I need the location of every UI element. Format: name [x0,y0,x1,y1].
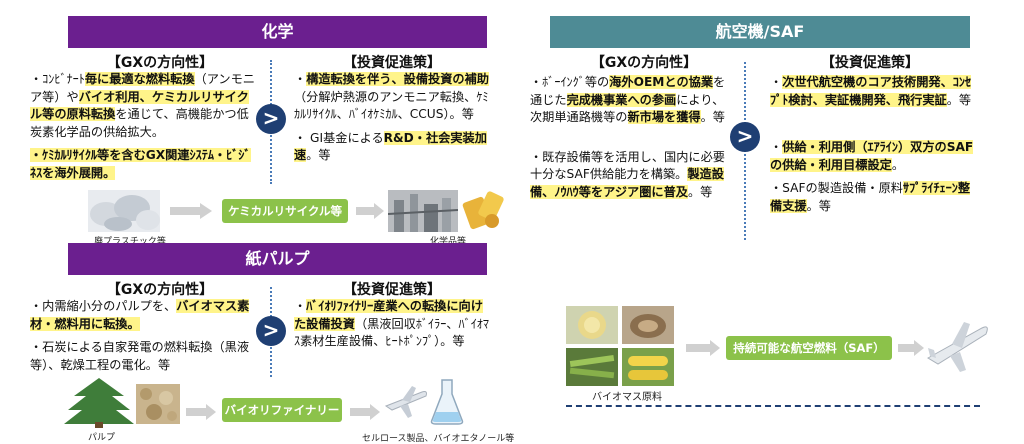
saf-flow-arrow-1 [686,340,720,356]
saf-gx-text: ・ﾎﾞｰｲﾝｸﾞ等の海外OEMとの協業を通じた完成機事業への参画により、次期単通… [530,74,726,207]
text-segment: ・ [770,75,783,89]
chem-flow-label: ケミカルリサイクル等 [222,199,348,223]
pulp-gx-p2: ・石炭による自家発電の燃料転換（黒液等）、乾燥工程の電化。等 [30,339,268,374]
saf-gx-p2: ・既存設備等を活用し、国内に必要十分なSAF供給能力を構築。製造設備、ﾉｳﾊｳ等… [530,149,726,202]
pulp-flow-arrow-2 [350,404,380,420]
chem-gx-text: ・ｺﾝﾋﾞﾅｰﾄ毎に最適な燃料転換（アンモニア等）やバイオ利用、ケミカルリサイク… [30,71,256,188]
chem-inv-text: ・構造転換を伴う、設備投資の補助 （分解炉熱源のアンモニア転換、ｹﾐｶﾙﾘｻｲｸﾙ… [294,71,490,171]
highlighted-text: 毎に最適な燃料転換 [84,72,195,86]
saf-arrow-circle: > [730,122,760,152]
text-segment: を通じて、高機能かつ低炭素化学品の供給拡大。 [30,107,249,139]
saf-inv-p2: ・供給・利用側（ｴｱﾗｲﾝ）双方のSAFの供給・利用目標設定。 [770,139,976,174]
flask-icon [430,379,464,425]
highlighted-text: 完成機事業への参画 [566,92,677,107]
text-segment: ・ GI基金による [294,130,384,145]
text-segment: （分解炉熱源のアンモニア転換、ｹﾐｶﾙﾘｻｲｸﾙ、ﾊﾞｲｵｹﾐｶﾙ、CCUS）。… [294,89,489,122]
pulp-caption-right: セルロース製品、バイオエタノール等 [362,434,515,444]
pulp-flow-label: バイオリファイナリー [222,398,342,422]
pulp-gx-heading: 【GXの方向性】 [106,282,214,298]
pulp-title: 紙パルプ [245,249,310,268]
text-segment: 。等 [687,184,713,199]
chem-arrow-circle: > [256,104,286,134]
text-segment: 。等 [946,92,972,107]
saf-airplane-icon [927,322,988,372]
text-segment: を通じた [530,75,726,107]
highlighted-text: 海外OEMとの協業 [609,75,714,89]
text-segment: ・ｺﾝﾋﾞﾅｰﾄ [30,72,85,86]
text-segment: ・ [294,299,307,313]
saf-title: 航空機/SAF [715,22,805,41]
highlighted-text: 次世代航空機のコア技術開発、ｺﾝｾﾌﾟﾄ検討、実証機開発、飛行実証 [770,75,972,107]
saf-inv-heading: 【投資促進策】 [821,55,919,71]
saf-inv-p1: ・次世代航空機のコア技術開発、ｺﾝｾﾌﾟﾄ検討、実証機開発、飛行実証。等 [770,74,976,109]
highlighted-text: ・ｹﾐｶﾙﾘｻｲｸﾙ等を含むGX関連ｼｽﾃﾑ・ﾋﾞｼﾞﾈｽを海外展開。 [30,148,251,180]
text-segment: （黒液回収ﾎﾞｲﾗｰ、ﾊﾞｲｵﾏｽ素材生産設備、ﾋｰﾄﾎﾟﾝﾌﾟ）。等 [294,316,489,349]
pulp-banner: 紙パルプ [68,243,487,275]
pulp-gx-p1: ・内需縮小分のパルプを、バイオマス素材・燃料用に転換。 [30,298,268,333]
saf-inv-p3: ・SAFの製造設備・原料ｻﾌﾟﾗｲﾁｪｰﾝ整備支援。等 [770,180,976,215]
saf-caption-left: バイオマス原料 [592,392,662,403]
chem-inv-p2: ・ GI基金によるR&D・社会実装加速。等 [294,130,490,165]
airplane-icon [384,386,427,418]
pulp-gx-text: ・内需縮小分のパルプを、バイオマス素材・燃料用に転換。 ・石炭による自家発電の燃… [30,298,268,380]
saf-inv-text: ・次世代航空機のコア技術開発、ｺﾝｾﾌﾟﾄ検討、実証機開発、飛行実証。等 ・供給… [770,74,976,221]
text-segment: ・内需縮小分のパルプを、 [30,299,177,313]
text-segment: ・既存設備等を活用し、国内に必要十分なSAF供給能力を構築。 [530,149,725,182]
pulp-flow-arrow-1 [186,404,216,420]
saf-flow-label: 持続可能な航空燃料（SAF） [726,336,892,360]
tree-icon [64,378,134,428]
chem-inv-p1: ・構造転換を伴う、設備投資の補助 （分解炉熱源のアンモニア転換、ｹﾐｶﾙﾘｻｲｸﾙ… [294,71,490,124]
text-segment: により、次期単通路機等の [530,92,725,125]
pulp-arrow-circle: > [256,316,286,346]
text-segment: ・ﾎﾞｰｲﾝｸﾞ等の [530,75,610,89]
chem-banner: 化学 [68,16,487,48]
chem-inv-heading: 【投資促進策】 [343,55,441,71]
saf-dashed-line [566,405,980,407]
plastic-waste-image [88,190,160,232]
chem-caption-left: 廃プラスチック等 [94,237,166,247]
chemical-plant-image [388,190,458,232]
pulp-inv-text: ・ﾊﾞｲｵﾘﾌｧｲﾅﾘｰ産業への転換に向けた設備投資（黒液回収ﾎﾞｲﾗｰ、ﾊﾞｲ… [294,298,492,357]
text-segment: ・SAFの製造設備・原料 [770,181,903,195]
highlighted-text: 供給・利用側（ｴｱﾗｲﾝ）双方のSAFの供給・利用目標設定 [770,140,974,172]
chem-caption-right: 化学品等 [430,237,467,247]
text-segment: ・ [770,140,783,154]
pulp-image [136,384,180,424]
chem-gx-p2: ・ｹﾐｶﾙﾘｻｲｸﾙ等を含むGX関連ｼｽﾃﾑ・ﾋﾞｼﾞﾈｽを海外展開。 [30,147,256,182]
chem-gx-heading: 【GXの方向性】 [106,55,214,71]
text-segment: ・ [294,72,307,86]
text-segment: 。 [891,157,905,172]
pulp-inv-p1: ・ﾊﾞｲｵﾘﾌｧｲﾅﾘｰ産業への転換に向けた設備投資（黒液回収ﾎﾞｲﾗｰ、ﾊﾞｲ… [294,298,492,351]
chemical-products-image [462,191,504,230]
chem-title: 化学 [261,22,294,41]
chem-gx-p1: ・ｺﾝﾋﾞﾅｰﾄ毎に最適な燃料転換（アンモニア等）やバイオ利用、ケミカルリサイク… [30,71,256,141]
text-segment: 。等 [306,148,331,162]
chem-flow-arrow-1 [170,203,212,219]
pulp-caption-left: パルプ [88,433,116,443]
saf-banner: 航空機/SAF [550,16,970,48]
text-segment: ・石炭による自家発電の燃料転換（黒液等）、乾燥工程の電化。等 [30,340,250,372]
biomass-images [566,306,674,386]
text-segment: （アンモニア等）や [30,72,255,104]
highlighted-text: 新市場を獲得 [627,110,701,124]
saf-flow-arrow-2 [898,340,924,356]
saf-gx-heading: 【GXの方向性】 [590,55,698,71]
text-segment: 。等 [700,110,725,124]
highlighted-text: 構造転換を伴う、設備投資の補助 [306,72,489,86]
text-segment: 。等 [806,198,831,213]
chem-flow-arrow-2 [356,203,384,219]
saf-gx-p1: ・ﾎﾞｰｲﾝｸﾞ等の海外OEMとの協業を通じた完成機事業への参画により、次期単通… [530,74,726,127]
pulp-inv-heading: 【投資促進策】 [343,282,441,298]
